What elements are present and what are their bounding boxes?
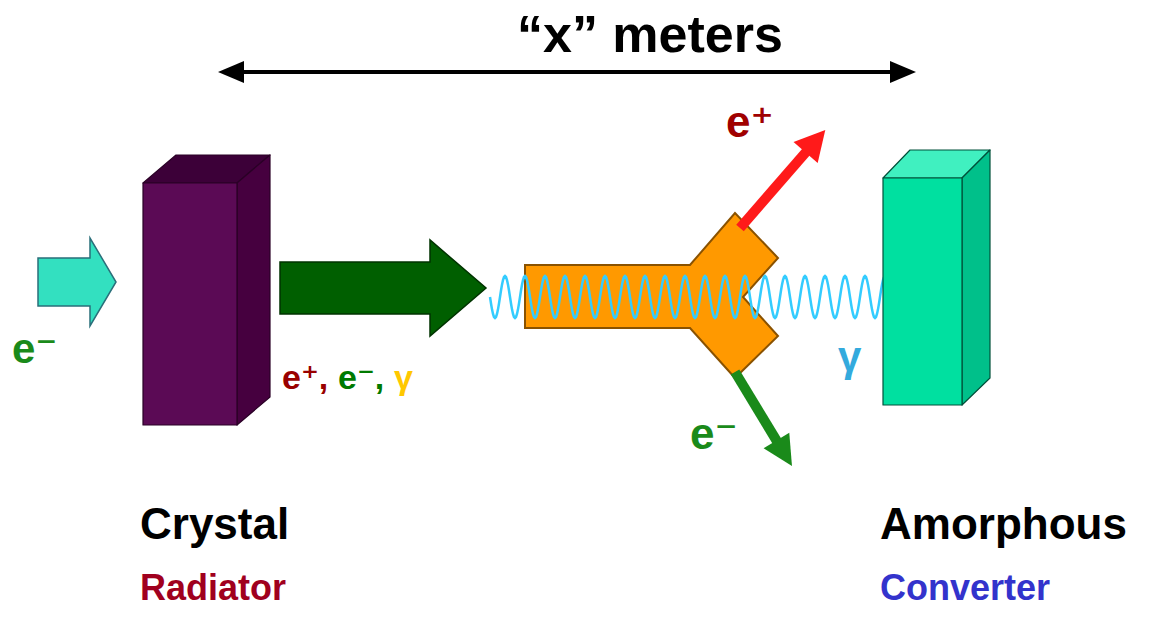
box-face	[237, 155, 270, 425]
dimension-line	[236, 70, 898, 74]
electron-arrow-shaft	[731, 369, 782, 444]
photon-wave	[490, 276, 884, 318]
component-name: Crystal	[140, 502, 289, 546]
particle-label: e⁻	[690, 412, 738, 456]
particle-label: e⁺	[726, 100, 774, 144]
particle-label: γ	[394, 360, 413, 394]
component-role: Radiator	[140, 570, 286, 606]
box-face	[143, 183, 237, 425]
box-face	[962, 150, 990, 405]
electron-beam-arrow	[38, 238, 116, 326]
box-face	[883, 178, 962, 405]
dimension-arrowhead	[890, 61, 916, 83]
particle-label: e⁻,	[338, 360, 384, 394]
positron-arrow-head	[794, 119, 838, 163]
dimension-label: “x” meters	[517, 8, 783, 60]
particle-label: e⁻	[12, 328, 58, 370]
component-role: Converter	[880, 570, 1050, 606]
positron-arrow-shaft	[736, 148, 810, 232]
dimension-arrowhead	[218, 61, 244, 83]
mixed-beam-arrow	[280, 240, 486, 336]
crystal-radiator: CrystalRadiator	[140, 150, 296, 610]
particle-label: γ	[838, 336, 861, 378]
particle-label: e⁺,	[282, 360, 328, 394]
component-name: Amorphous	[880, 502, 1127, 546]
electron-arrow-head	[764, 433, 805, 474]
amorphous-converter: AmorphousConverter	[880, 148, 1133, 610]
